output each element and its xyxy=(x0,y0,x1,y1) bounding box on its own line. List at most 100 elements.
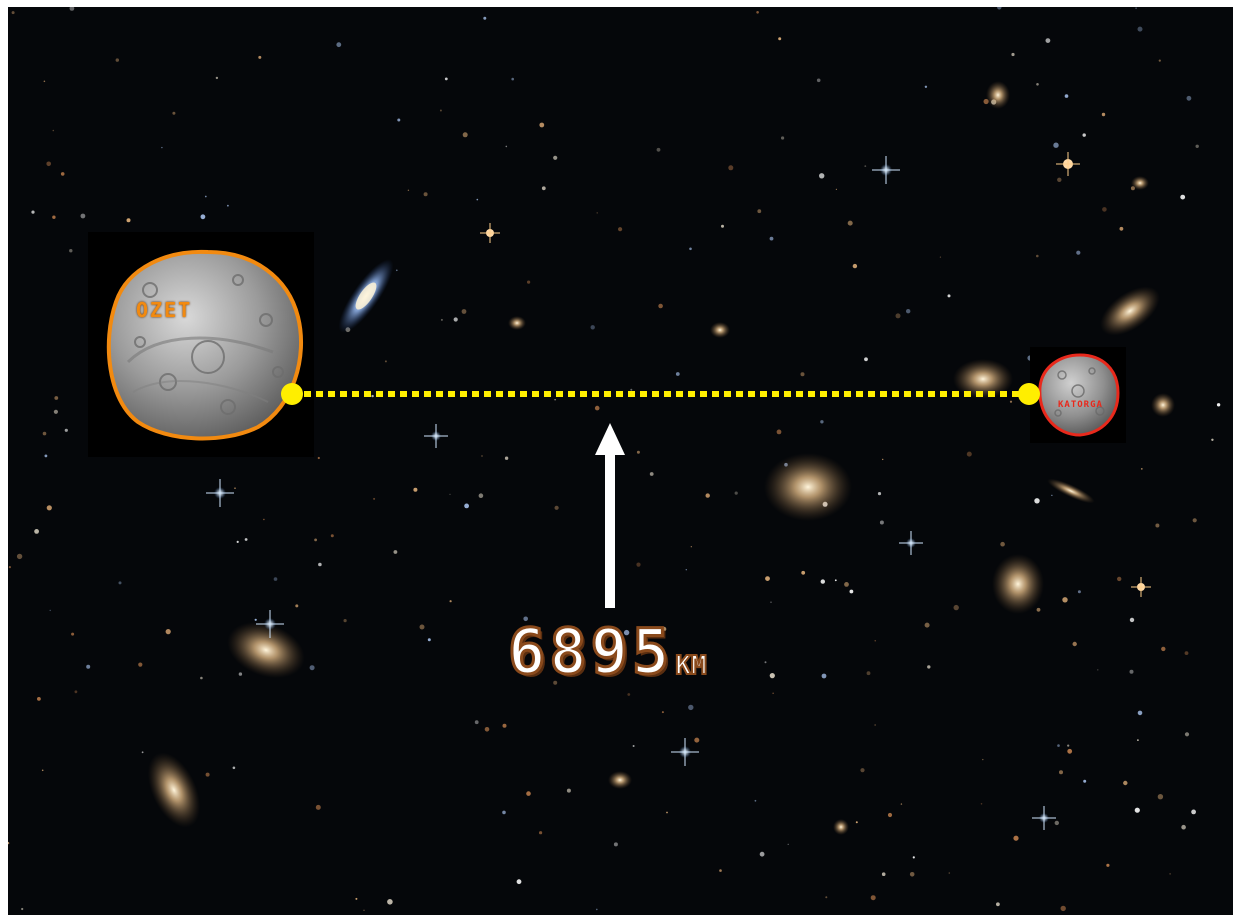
background-star xyxy=(820,420,824,424)
background-star xyxy=(314,538,317,542)
background-star xyxy=(764,661,767,664)
background-star xyxy=(866,671,871,676)
elliptical-galaxy xyxy=(764,453,852,521)
asteroid-katorga-label: KATORGA xyxy=(1058,400,1103,410)
background-star xyxy=(1140,468,1143,470)
elliptical-galaxy xyxy=(992,554,1044,614)
background-star xyxy=(982,758,984,761)
background-star xyxy=(419,624,425,630)
background-star xyxy=(49,609,51,612)
background-star xyxy=(1072,641,1077,647)
background-star xyxy=(1119,226,1124,231)
background-star xyxy=(980,803,983,805)
background-star xyxy=(895,313,901,319)
background-star xyxy=(330,534,334,538)
background-star xyxy=(31,210,35,214)
elliptical-galaxy xyxy=(986,81,1010,109)
background-star xyxy=(1169,873,1171,875)
background-star xyxy=(336,42,342,48)
background-star xyxy=(1060,905,1066,912)
background-star xyxy=(694,737,700,743)
background-star xyxy=(1137,739,1139,741)
background-star xyxy=(232,766,236,770)
background-star xyxy=(1180,194,1186,200)
background-star xyxy=(397,118,401,122)
background-star xyxy=(675,372,680,376)
background-star xyxy=(54,396,59,400)
background-star xyxy=(1067,748,1073,754)
background-star xyxy=(1157,794,1164,800)
background-star xyxy=(1036,254,1039,258)
background-star xyxy=(596,212,598,214)
background-star xyxy=(627,693,631,696)
background-star xyxy=(234,487,236,490)
background-star xyxy=(816,78,821,83)
background-star xyxy=(623,629,630,636)
bright-star xyxy=(424,424,448,448)
background-star xyxy=(1129,669,1134,674)
background-star xyxy=(483,16,487,20)
background-star xyxy=(939,256,942,258)
background-star xyxy=(689,247,692,251)
background-star xyxy=(273,577,278,581)
distance-unit: KM xyxy=(674,650,707,682)
background-star xyxy=(765,576,770,581)
background-star xyxy=(172,111,176,115)
background-star xyxy=(1067,744,1070,747)
distance-readout: 6895 KM xyxy=(506,619,707,684)
background-star xyxy=(787,843,789,845)
background-star xyxy=(870,895,876,901)
background-star xyxy=(511,77,514,81)
background-star xyxy=(80,213,86,219)
background-star xyxy=(453,317,458,322)
background-star xyxy=(819,173,825,179)
background-star xyxy=(74,690,78,694)
background-star xyxy=(769,673,775,679)
bright-star xyxy=(899,531,923,555)
background-star xyxy=(705,493,710,498)
background-star xyxy=(618,227,623,232)
bright-star xyxy=(671,738,699,766)
background-star xyxy=(874,724,876,726)
background-star xyxy=(263,518,265,521)
background-star xyxy=(630,388,633,391)
background-star xyxy=(46,161,51,167)
background-star xyxy=(860,768,865,773)
background-star xyxy=(900,803,903,805)
background-star xyxy=(613,842,618,847)
background-star xyxy=(1117,576,1122,582)
elliptical-galaxy xyxy=(1131,176,1149,190)
background-star xyxy=(721,224,724,228)
background-star xyxy=(481,455,483,457)
background-star xyxy=(204,195,207,198)
background-star xyxy=(427,638,431,642)
endpoint-ozet-marker xyxy=(281,383,303,405)
background-star xyxy=(1013,835,1019,841)
background-star xyxy=(769,236,774,241)
endpoint-katorga-marker xyxy=(1018,383,1040,405)
background-star xyxy=(844,582,849,587)
background-star xyxy=(1051,494,1053,496)
background-star xyxy=(295,604,299,608)
background-star xyxy=(52,215,56,219)
background-star xyxy=(1009,400,1013,403)
edge-on-galaxy xyxy=(1047,478,1095,504)
background-star xyxy=(1129,617,1135,623)
elliptical-galaxy xyxy=(508,316,526,330)
background-star xyxy=(661,626,667,632)
background-star xyxy=(688,704,694,711)
background-star xyxy=(1059,770,1063,775)
background-star xyxy=(69,7,75,11)
space-scene: OZET KATORGA xyxy=(8,7,1233,915)
background-star xyxy=(440,318,443,321)
background-star xyxy=(594,405,600,411)
background-star xyxy=(141,751,144,754)
background-star xyxy=(778,37,782,41)
background-star xyxy=(1082,133,1086,137)
background-star xyxy=(566,788,571,793)
background-star xyxy=(44,454,48,458)
background-star xyxy=(781,136,785,140)
background-star xyxy=(887,812,893,818)
background-star xyxy=(927,665,931,669)
background-star xyxy=(205,772,210,777)
